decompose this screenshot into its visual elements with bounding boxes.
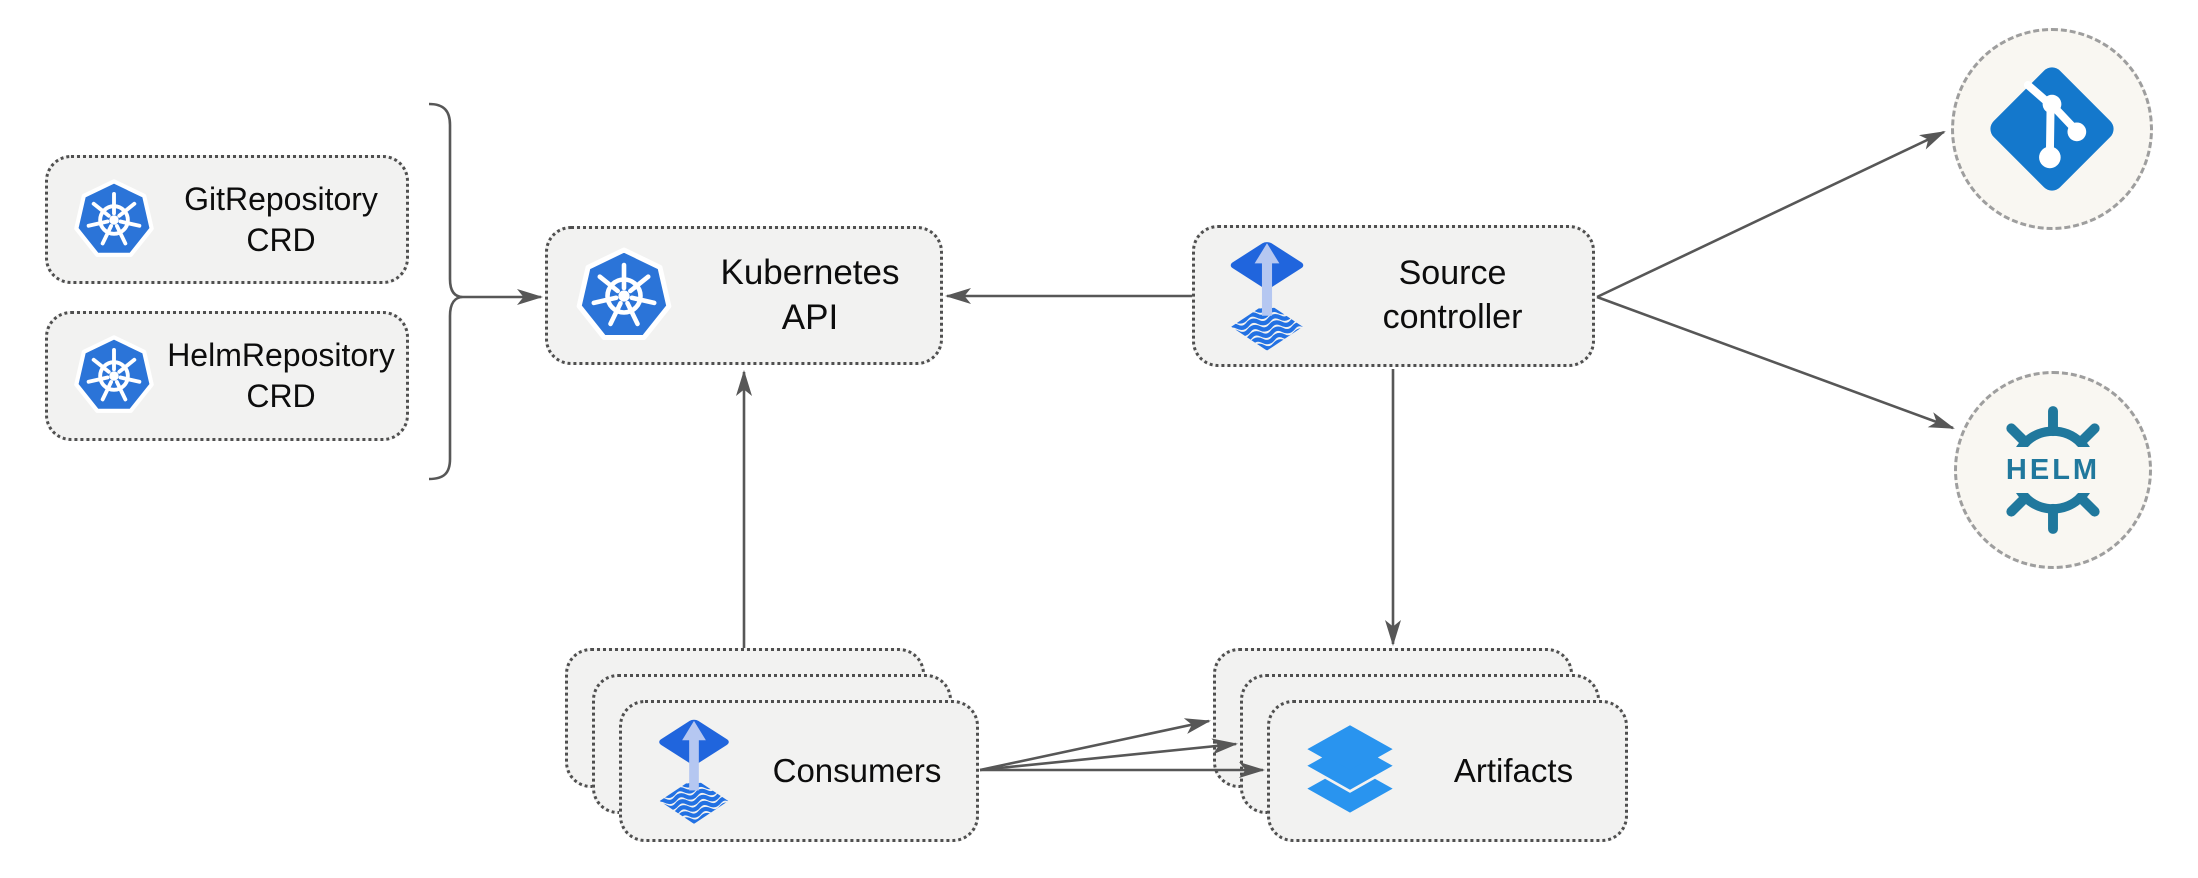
kubernetes-wheel-icon <box>72 334 156 418</box>
node-consumers: Consumers <box>619 700 979 842</box>
flux-source-icon <box>650 713 738 830</box>
kubernetes-api-label: Kubernetes API <box>720 252 900 337</box>
node-git-repository-crd: GitRepository CRD <box>45 155 409 284</box>
source-controller-label: Source controller <box>1382 254 1523 336</box>
git-branch-icon <box>1981 58 2123 200</box>
node-helm-remote: HELM <box>1954 371 2152 569</box>
node-kubernetes-api: Kubernetes API <box>545 226 943 365</box>
git-repository-crd-label: GitRepository CRD <box>184 180 378 258</box>
node-helm-repository-crd: HelmRepository CRD <box>45 311 409 441</box>
kubernetes-wheel-icon <box>72 178 156 262</box>
helm-text-band: HELM <box>1969 447 2137 493</box>
edge-consumers-to-artifacts-2 <box>979 738 1238 772</box>
helm-repository-crd-label: HelmRepository CRD <box>167 337 395 414</box>
helm-wordmark: HELM <box>2005 453 2101 486</box>
layers-icon <box>1307 725 1393 813</box>
node-source-controller: Source controller <box>1192 225 1595 367</box>
consumers-label: Consumers <box>772 751 942 789</box>
helm-wheel-icon: HELM <box>1969 403 2137 537</box>
edge-consumers-to-artifacts-1 <box>979 718 1211 772</box>
node-artifacts: Artifacts <box>1267 700 1628 842</box>
flux-source-icon <box>1221 235 1313 357</box>
kubernetes-wheel-icon <box>574 246 674 346</box>
edge-crds-brace <box>428 102 464 481</box>
edge-source-to-git <box>1596 130 1946 299</box>
artifacts-label: Artifacts <box>1453 751 1574 789</box>
edge-source-to-helm <box>1596 295 1955 430</box>
node-git-remote <box>1951 28 2153 230</box>
